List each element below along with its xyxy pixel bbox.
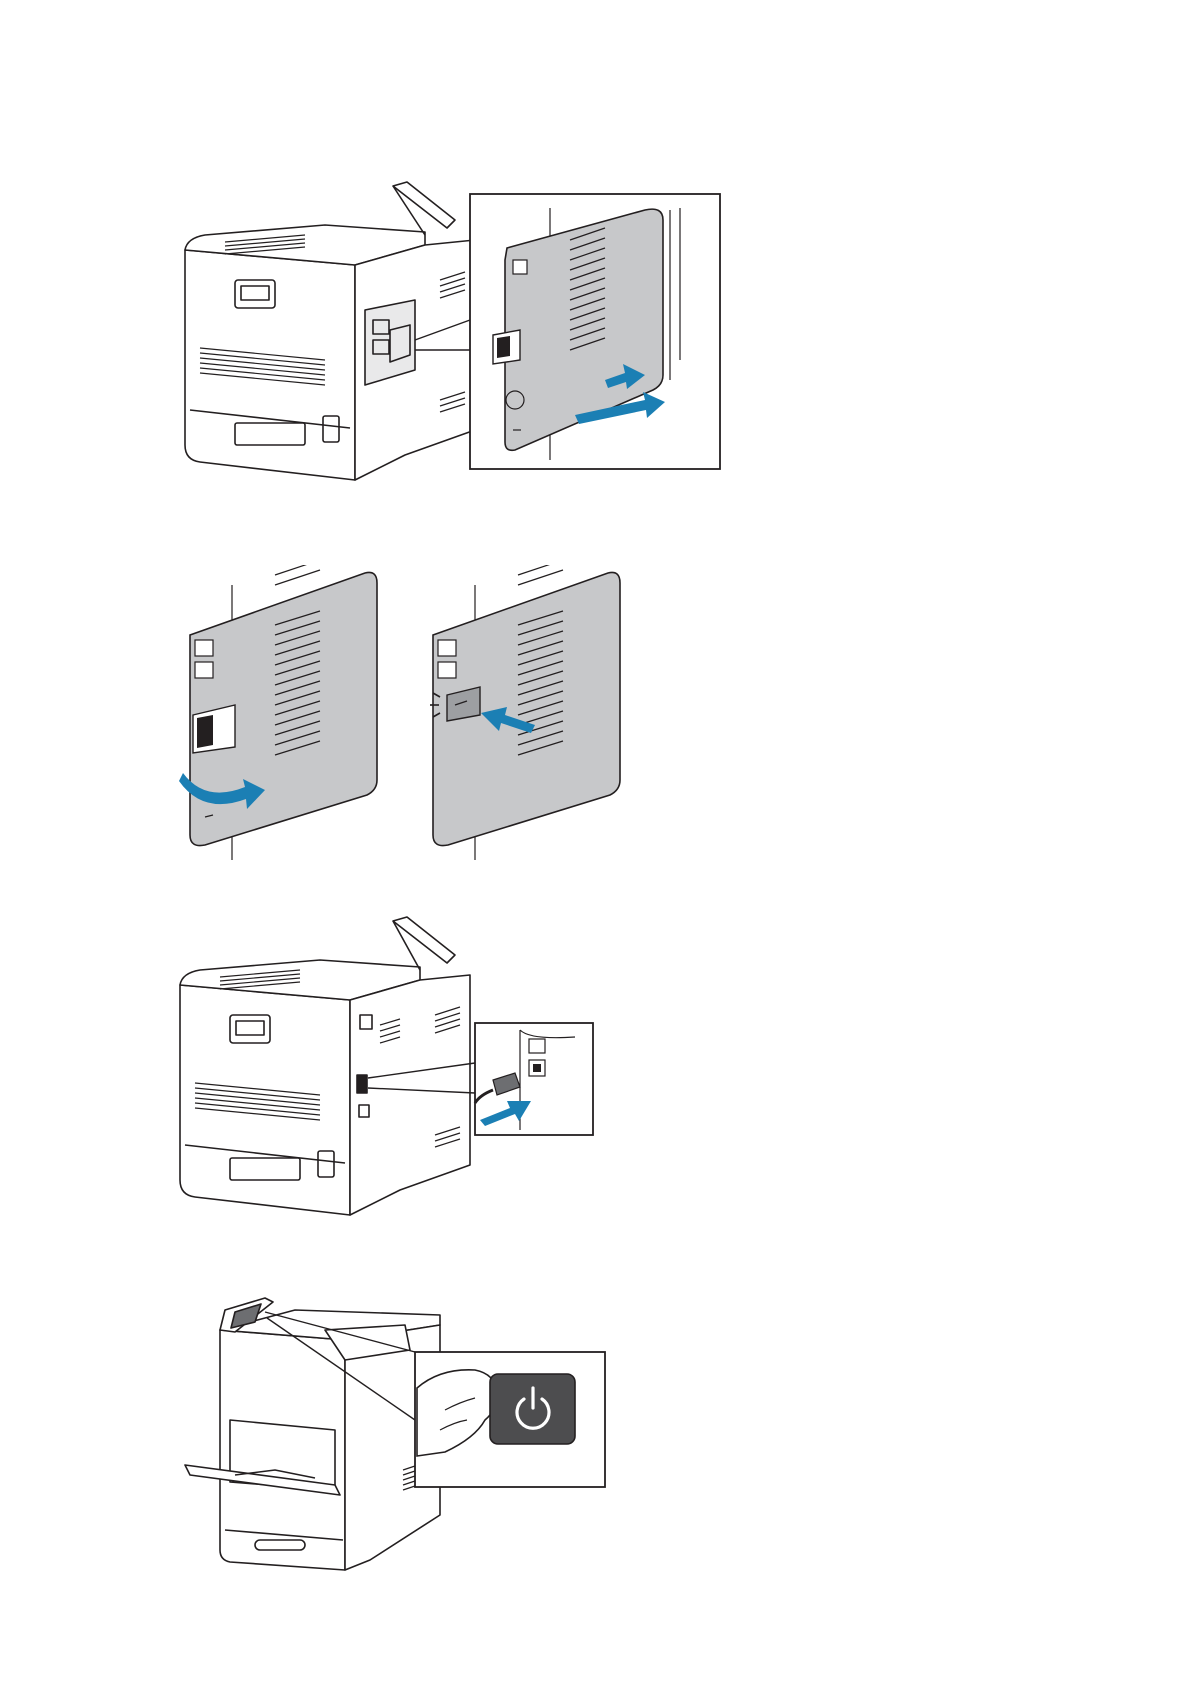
printer-front-view bbox=[185, 1298, 440, 1570]
figure-step-3-connect-ethernet bbox=[175, 915, 615, 1235]
cover-panel-left bbox=[179, 565, 377, 860]
detail-inset-ethernet-port bbox=[475, 1023, 593, 1135]
printer-rear-view bbox=[185, 182, 475, 480]
figure-step-4-press-power-button bbox=[175, 1270, 625, 1575]
detail-inset-power-button bbox=[415, 1352, 605, 1487]
cover-panel-right bbox=[430, 565, 620, 860]
figure-step-2-release-latch bbox=[175, 565, 685, 875]
detail-inset-cover-removal bbox=[470, 194, 720, 469]
printer-rear-view bbox=[180, 917, 470, 1215]
figure-step-1-remove-side-cover bbox=[175, 180, 750, 490]
